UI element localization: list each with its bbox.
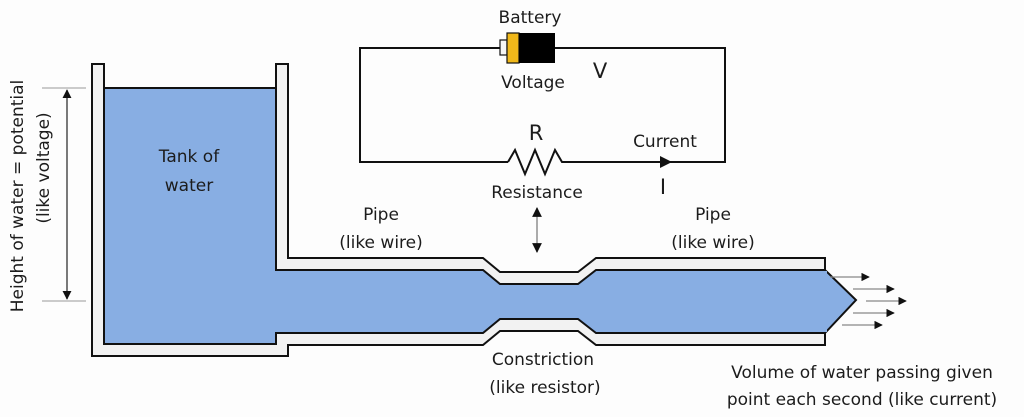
constriction-label-line2: (like resistor) [489, 378, 600, 398]
current-label: Current [633, 132, 697, 152]
current-arrow-icon [660, 156, 672, 168]
flow-label-line1: Volume of water passing given [731, 363, 993, 383]
height-label-line1: Height of water = potential [8, 80, 28, 313]
right-pipe-label-line2: (like wire) [671, 233, 755, 253]
current-symbol: I [660, 175, 666, 199]
battery-icon [499, 32, 555, 64]
height-label-line2: (like voltage) [34, 112, 54, 223]
battery-label: Battery [499, 8, 562, 28]
right-pipe-label-line1: Pipe [695, 205, 731, 225]
resistor-symbol: R [529, 121, 544, 145]
resistance-label: Resistance [491, 183, 583, 203]
left-pipe-label-line1: Pipe [363, 205, 399, 225]
height-dimension: Height of water = potential (like voltag… [8, 80, 86, 313]
water [103, 87, 858, 345]
tank-label-line2: water [165, 176, 213, 196]
flow-label-line2: point each second (like current) [727, 390, 997, 410]
left-pipe-label-line2: (like wire) [339, 233, 423, 253]
outflow-arrows [830, 272, 907, 330]
tank-and-pipe [91, 63, 858, 357]
voltage-symbol: V [593, 59, 608, 83]
resistor-icon [507, 147, 568, 177]
tank-label-line1: Tank of [158, 147, 220, 167]
circuit-wire [359, 47, 726, 163]
circuit: Battery Voltage V R Resistance Current I [359, 8, 726, 203]
constriction-label-line1: Constriction [492, 350, 594, 370]
voltage-label: Voltage [501, 73, 565, 93]
